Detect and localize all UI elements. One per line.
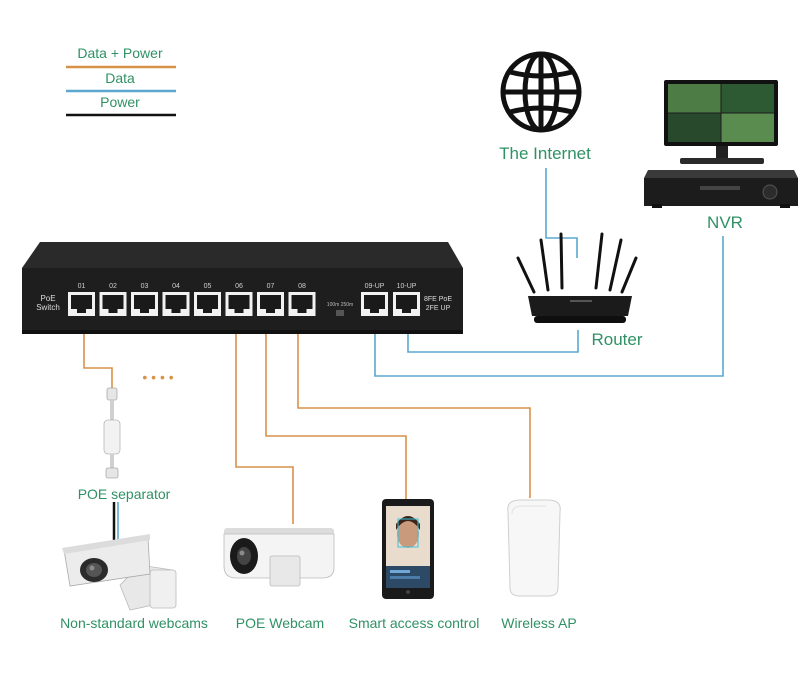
poe-separator-device xyxy=(103,387,121,479)
switch-port-4-label: 04 xyxy=(172,283,180,290)
switch-port-1: 01 xyxy=(68,283,95,316)
legend-label-data: Data xyxy=(105,70,135,86)
line-port1-separator xyxy=(83,316,113,388)
line-switch-nvr xyxy=(374,236,724,377)
legend-label-power: Power xyxy=(100,94,140,110)
line-port7-access xyxy=(265,316,407,500)
internet-label: The Internet xyxy=(499,144,591,163)
switch-uplink-port-1: 09-UP xyxy=(361,283,388,316)
switch-port-8: 08 xyxy=(288,283,316,316)
switch-port-3-label: 03 xyxy=(141,283,149,290)
switch-uplink-port-2: 10-UP xyxy=(393,283,420,316)
poe-switch: PoE Switch 8FE PoE 2FE UP 100m 250m 01 02… xyxy=(22,242,463,334)
line-port6-webcam xyxy=(235,316,294,524)
switch-side-line1: 8FE PoE xyxy=(424,296,452,303)
switch-port-2-label: 02 xyxy=(109,283,117,290)
globe-icon xyxy=(500,51,582,133)
monitor xyxy=(664,80,778,164)
ellipsis-more-devices: • • • • xyxy=(142,369,173,385)
switch-mode-toggle xyxy=(336,310,344,316)
nvr-device xyxy=(644,170,798,208)
poe-separator-label: POE separator xyxy=(78,486,171,502)
wireless-ap-label: Wireless AP xyxy=(501,615,576,631)
router-device xyxy=(516,232,638,323)
switch-port-3: 03 xyxy=(131,283,158,316)
switch-port-5-label: 05 xyxy=(204,283,212,290)
switch-brand-line1: PoE xyxy=(40,294,55,303)
switch-port-1-label: 01 xyxy=(78,283,86,290)
switch-port-4: 04 xyxy=(162,283,190,316)
switch-ports: 01 02 03 04 05 06 07 08 09-UP 10-UP xyxy=(68,283,420,316)
switch-brand-line2: Switch xyxy=(36,303,60,312)
router-label: Router xyxy=(591,330,642,349)
legend-label-data-power: Data + Power xyxy=(77,45,163,61)
switch-port-8-label: 08 xyxy=(298,283,306,290)
smart-access-control-icon xyxy=(382,499,434,599)
switch-uplink-port-1-label: 09-UP xyxy=(365,283,385,290)
connections xyxy=(83,168,724,540)
switch-port-7: 07 xyxy=(257,283,284,316)
poe-webcam-label: POE Webcam xyxy=(236,615,324,631)
line-port8-ap xyxy=(297,316,531,498)
switch-port-6-label: 06 xyxy=(235,283,243,290)
switch-port-5: 05 xyxy=(194,283,221,316)
wireless-ap-icon xyxy=(507,499,561,597)
switch-port-7-label: 07 xyxy=(267,283,275,290)
switch-mode-label: 100m 250m xyxy=(327,302,353,308)
switch-port-6: 06 xyxy=(225,283,253,316)
switch-port-2: 02 xyxy=(99,283,127,316)
non-standard-webcam-icon xyxy=(62,534,177,611)
legend: Data + Power Data Power xyxy=(66,45,176,117)
nvr-label: NVR xyxy=(707,213,743,232)
poe-webcam-icon xyxy=(223,528,335,587)
smart-access-control-label: Smart access control xyxy=(349,615,480,631)
switch-side-line2: 2FE UP xyxy=(426,305,451,312)
non-standard-webcams-label: Non-standard webcams xyxy=(60,615,208,631)
switch-uplink-port-2-label: 10-UP xyxy=(397,283,417,290)
